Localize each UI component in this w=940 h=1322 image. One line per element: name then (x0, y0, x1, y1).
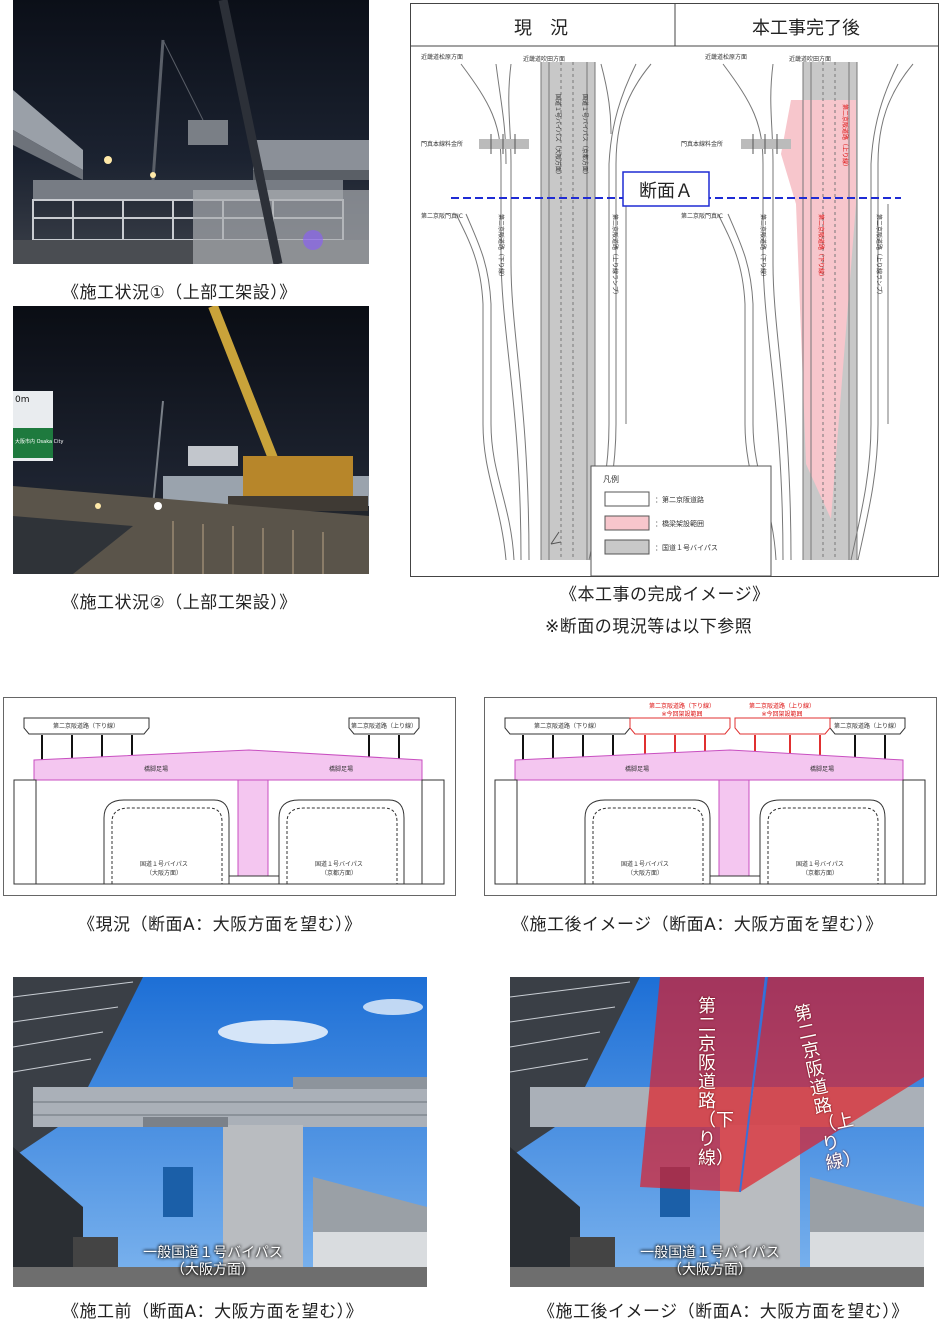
label-keihan-up-ramp-after: 第二京阪道路（上り線ランプ） (875, 214, 883, 298)
label-bypass-kyoto-current: 国道１号バイパス（京都方面） (581, 94, 589, 178)
label-matsubara-after: 近畿道松原方面 (705, 53, 747, 61)
label-suita-after: 近畿道吹田方面 (789, 55, 831, 63)
current-bypass-osaka: 国道１号バイパス (140, 860, 188, 868)
before-overlay-line1: 一般国道１号バイパス (143, 1245, 283, 1261)
after-photo: 第二京阪道路（下り線） 第二京阪道路（上り線） 一般国道１号バイパス （大阪方面… (510, 977, 924, 1287)
after-section-caption: 《施工後イメージ（断面A：大阪方面を望む）》 (512, 915, 883, 935)
section-a-label: 断面Ａ (639, 181, 693, 202)
current-road-up: 第二京阪道路（上り線） (351, 722, 417, 730)
after-overlay: 一般国道１号バイパス （大阪方面） (610, 1245, 810, 1279)
map-header-after: 本工事完了後 (752, 18, 860, 39)
current-pier-left: 橋脚足場 (144, 765, 168, 773)
after-new-up-note: ※今回架設範囲 (761, 710, 802, 718)
after-pier-left: 橋脚足場 (625, 765, 649, 773)
cross-section-current: 第二京阪道路（下り線） 第二京阪道路（上り線） 橋脚足場 橋脚足場 国道１号バイ… (3, 697, 456, 896)
after-road-up: 第二京阪道路（上り線） (834, 722, 900, 730)
legend-item-bridge: ：橋梁架設範囲 (655, 519, 704, 528)
before-photo-caption: 《施工前（断面A：大阪方面を望む）》 (62, 1302, 364, 1322)
plan-current: 近畿道松原方面 近畿道吹田方面 門真本線料金所 第二京阪門真IC 国道１号バイパ… (421, 53, 652, 561)
legend-title: 凡例 (603, 474, 619, 484)
cross-section-after: 第二京阪道路（下り線） 第二京阪道路（上り線） 第二京阪道路（下り線） ※今回架… (484, 697, 937, 896)
after-label-down: 第二京阪道路（下り線） (698, 996, 734, 1169)
current-road-down: 第二京阪道路（下り線） (53, 722, 119, 730)
label-tollgate-after: 門真本線料金所 (681, 140, 723, 148)
before-photo: 一般国道１号バイパス （大阪方面） (13, 977, 427, 1287)
after-new-down-note: ※今回架設範囲 (661, 710, 702, 718)
map-header-current: 現 況 (514, 18, 568, 39)
before-overlay-line2: （大阪方面） (171, 1262, 255, 1278)
map-note: ※断面の現況等は以下参照 (545, 617, 753, 637)
after-new-down: 第二京阪道路（下り線） (649, 702, 715, 710)
construction-photo-2: 0m 大阪市内 Osaka City (13, 306, 369, 574)
legend-item-keihan: ：第二京阪道路 (655, 495, 704, 504)
plan-after: 近畿道松原方面 近畿道吹田方面 門真本線料金所 第二京阪門真IC 第二京阪道路（… (681, 53, 914, 561)
map-caption: 《本工事の完成イメージ》 (560, 585, 770, 605)
sign-osaka: 大阪市内 Osaka City (15, 438, 63, 445)
label-matsubara-current: 近畿道松原方面 (421, 53, 463, 61)
photo-2-caption: 《施工状況②（上部工架設）》 (62, 593, 297, 613)
map-legend: 凡例 ：第二京阪道路 ：橋梁架設範囲 ：国道１号バイパス (590, 465, 772, 577)
after-bypass-osaka-dir: （大阪方面） (627, 869, 663, 877)
after-pier-right: 橋脚足場 (810, 765, 834, 773)
after-bypass-kyoto-dir: （京都方面） (802, 869, 838, 877)
label-keihan-down-current: 第二京阪道路（下り線） (497, 214, 505, 280)
after-road-down: 第二京阪道路（下り線） (534, 722, 600, 730)
label-suita-current: 近畿道吹田方面 (523, 55, 565, 63)
label-keihan-up-ramp-current: 第二京阪道路（上り線ランプ） (611, 214, 619, 298)
label-ic-current: 第二京阪門真IC (421, 212, 463, 220)
current-bypass-kyoto: 国道１号バイパス (315, 860, 363, 868)
after-photo-caption: 《施工後イメージ（断面A：大阪方面を望む）》 (538, 1302, 909, 1322)
after-bypass-kyoto: 国道１号バイパス (796, 860, 844, 868)
label-tollgate-current: 門真本線料金所 (421, 140, 463, 148)
current-pier-right: 橋脚足場 (329, 765, 353, 773)
label-keihan-up-red: 第二京阪道路（上り線） (841, 104, 849, 170)
before-overlay: 一般国道１号バイパス （大阪方面） (113, 1245, 313, 1279)
label-ic-after: 第二京阪門真IC (681, 212, 723, 220)
label-bypass-osaka-current: 国道１号バイパス（大阪方面） (554, 94, 562, 178)
photo-1-caption: 《施工状況①（上部工架設）》 (62, 283, 297, 303)
plan-map-panel: 現 況 本工事完了後 近畿 (410, 3, 939, 577)
label-keihan-down-red: 第二京阪道路（下り線） (817, 214, 825, 280)
label-keihan-down-after: 第二京阪道路（下り線） (759, 214, 767, 280)
sign-distance: 0m (15, 395, 30, 405)
current-bypass-osaka-dir: （大阪方面） (146, 869, 182, 877)
current-bypass-kyoto-dir: （京都方面） (321, 869, 357, 877)
after-overlay-line1: 一般国道１号バイパス (640, 1245, 780, 1261)
after-bypass-osaka: 国道１号バイパス (621, 860, 669, 868)
legend-item-bypass: ：国道１号バイパス (655, 543, 718, 552)
construction-photo-1 (13, 0, 369, 264)
current-section-caption: 《現況（断面A：大阪方面を望む）》 (78, 915, 362, 935)
after-new-up: 第二京阪道路（上り線） (749, 702, 815, 710)
after-overlay-line2: （大阪方面） (668, 1262, 752, 1278)
